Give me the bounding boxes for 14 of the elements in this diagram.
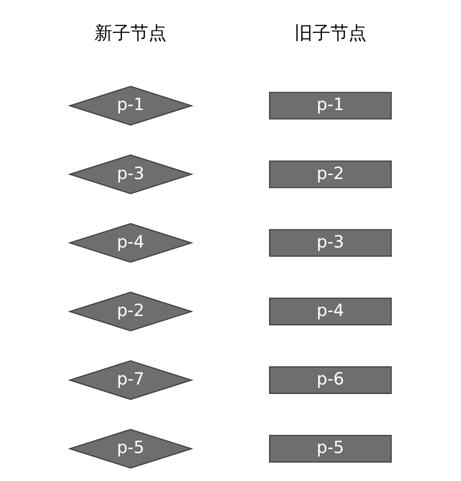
node-diamond: p-5 bbox=[68, 428, 194, 469]
node-box: p-3 bbox=[269, 229, 392, 257]
node-box: p-2 bbox=[269, 160, 392, 188]
node-box: p-1 bbox=[269, 92, 392, 120]
label: 旧子节点 bbox=[294, 22, 366, 44]
node-diamond: p-2 bbox=[68, 292, 194, 332]
node-box: p-4 bbox=[269, 298, 392, 326]
node-diamond: p-1 bbox=[68, 86, 194, 126]
label: 新子节点 bbox=[94, 22, 167, 44]
node-diamond: p-7 bbox=[68, 360, 194, 400]
node-diamond: p-3 bbox=[68, 154, 194, 194]
node-box: p-5 bbox=[269, 434, 392, 463]
node-diamond: p-4 bbox=[68, 223, 194, 263]
node-box: p-6 bbox=[269, 366, 392, 394]
